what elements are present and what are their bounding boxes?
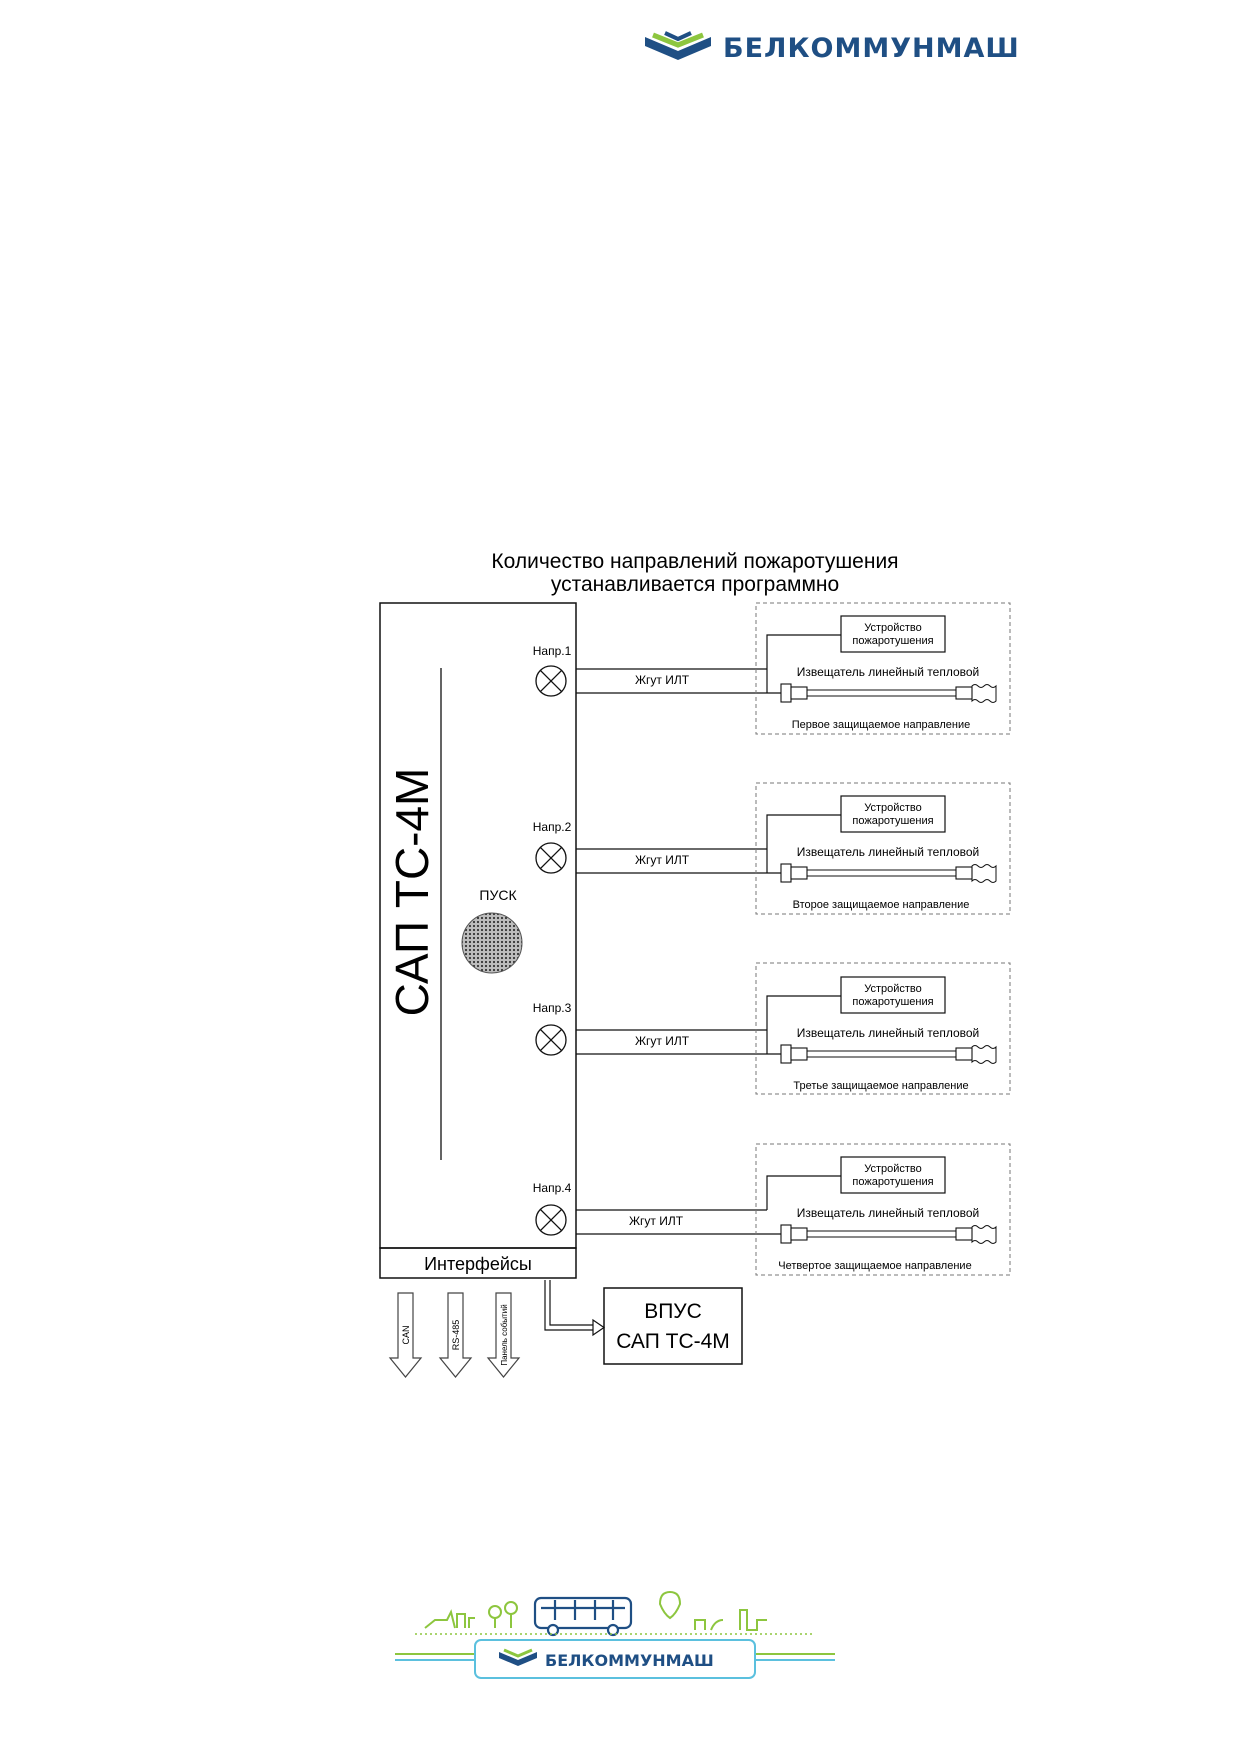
direction-3-label: Напр.3: [533, 1001, 572, 1015]
direction-3: Напр.3 Жгут ИЛТ Устройство пожаротушения…: [533, 962, 1011, 1095]
direction-2-zone-box: [755, 782, 1011, 915]
direction-2-device-line1: Устройство: [864, 802, 922, 814]
direction-2-device-line2: пожаротушения: [852, 815, 933, 827]
direction-4-cable-label: Жгут ИЛТ: [629, 1214, 684, 1228]
brand-mark-icon: [645, 31, 711, 60]
direction-2-detector-label: Извещатель линейный тепловой: [797, 845, 980, 859]
vpus-box: [603, 1287, 743, 1365]
direction-3-device-box: [840, 976, 946, 1014]
direction-4-device-line2: пожаротушения: [852, 1176, 933, 1188]
diagram-title-line1: Количество направлений пожаротушения: [491, 550, 898, 573]
vpus-label-line2: САП ТС-4М: [616, 1330, 730, 1353]
vpus-label-line1: ВПУС: [644, 1300, 702, 1323]
interface-events-label: Панель событий: [500, 1304, 509, 1365]
direction-1-detector-icon: [780, 683, 997, 703]
direction-4-zone-box: [755, 1143, 1011, 1276]
direction-3-detector-icon: [780, 1044, 997, 1064]
direction-2-cable-label: Жгут ИЛТ: [635, 853, 690, 867]
header-brand: БЕЛКОММУНМАШ: [723, 32, 1020, 64]
city-skyline-icon: [424, 1590, 767, 1631]
direction-3-detector-label: Извещатель линейный тепловой: [797, 1026, 980, 1040]
direction-4-zone-label: Четвертое защищаемое направление: [778, 1260, 971, 1272]
direction-1-zone-label: Первое защищаемое направление: [792, 719, 971, 731]
direction-4-device-box: [840, 1156, 946, 1194]
direction-3-zone-box: [755, 962, 1011, 1095]
direction-1-zone-box: [755, 602, 1011, 735]
start-button: [461, 912, 523, 974]
direction-3-indicator-icon: [535, 1024, 567, 1056]
footer-brand-plate: [474, 1639, 756, 1679]
direction-1-device-box: [840, 615, 946, 653]
direction-2-detector-icon: [780, 863, 997, 883]
direction-4-detector-icon: [780, 1224, 997, 1244]
interface-arrow-events: Панель событий: [486, 1292, 521, 1378]
header-logo: БЕЛКОММУНМАШ: [645, 28, 1020, 68]
direction-3-cable-label: Жгут ИЛТ: [635, 1034, 690, 1048]
direction-1-indicator-icon: [535, 665, 567, 697]
direction-4: Напр.4 Жгут ИЛТ Устройство пожаротушения…: [533, 1143, 1011, 1276]
direction-1: Напр.1 Жгут ИЛТ Устройство пожаротушения…: [533, 602, 1011, 735]
direction-1-detector-label: Извещатель линейный тепловой: [797, 665, 980, 679]
direction-2-indicator-icon: [535, 842, 567, 874]
direction-4-device-line1: Устройство: [864, 1163, 922, 1175]
direction-3-zone-label: Третье защищаемое направление: [793, 1080, 968, 1092]
interfaces-box: [379, 1247, 577, 1279]
direction-2-device-box: [840, 795, 946, 833]
direction-1-device-line1: Устройство: [864, 622, 922, 634]
direction-1-cable-label: Жгут ИЛТ: [635, 673, 690, 687]
footer-logo: БЕЛКОММУНМАШ: [395, 1590, 835, 1679]
direction-2-label: Напр.2: [533, 820, 572, 834]
direction-1-device-line2: пожаротушения: [852, 635, 933, 647]
direction-3-device-line1: Устройство: [864, 983, 922, 995]
interface-arrow-can: CAN: [388, 1292, 423, 1378]
direction-3-device-line2: пожаротушения: [852, 996, 933, 1008]
direction-4-label: Напр.4: [533, 1181, 572, 1195]
main-unit-label: САП ТС-4М: [386, 768, 438, 1017]
footer-brand: БЕЛКОММУНМАШ: [545, 1651, 714, 1670]
direction-4-indicator-icon: [535, 1204, 567, 1236]
direction-2-zone-label: Второе защищаемое направление: [793, 899, 970, 911]
bus-icon: [533, 1596, 633, 1637]
direction-4-detector-label: Извещатель линейный тепловой: [797, 1206, 980, 1220]
direction-2: Напр.2 Жгут ИЛТ Устройство пожаротушения…: [533, 782, 1011, 915]
diagram-title-line2: устанавливается программно: [551, 573, 839, 596]
interface-can-label: CAN: [401, 1325, 411, 1344]
footer-brand-mark-icon: [499, 1648, 537, 1666]
direction-1-label: Напр.1: [533, 644, 572, 658]
interface-arrow-rs485: RS-485: [438, 1292, 473, 1378]
interface-rs485-label: RS-485: [451, 1320, 461, 1351]
vpus-connector: [544, 1280, 606, 1337]
start-label: ПУСК: [479, 887, 517, 903]
interfaces-label: Интерфейсы: [424, 1254, 532, 1274]
